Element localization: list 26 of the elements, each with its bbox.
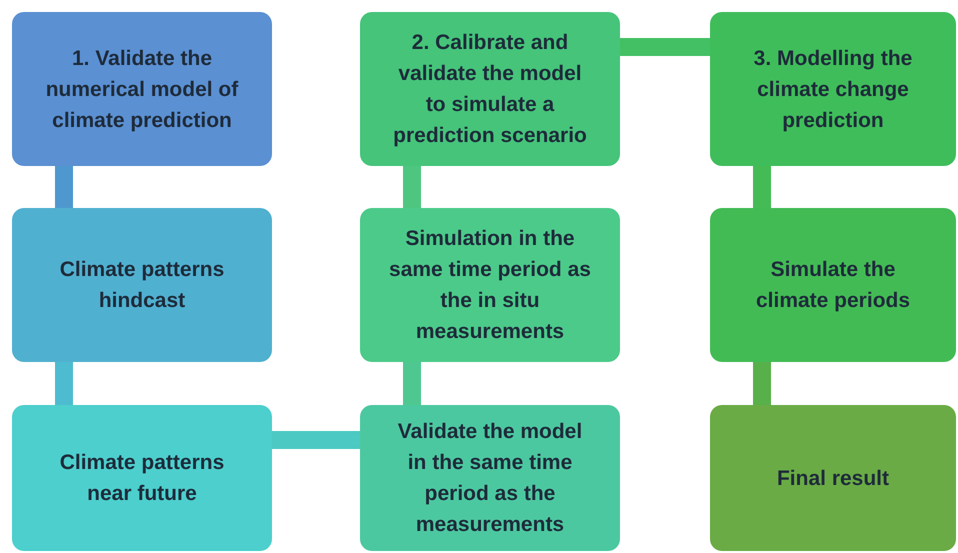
process-box [12,405,272,551]
box-label: 1. Validate the numerical model of climate prediction [44,46,240,134]
connector-bar [55,166,73,208]
process-box [710,405,956,551]
box-label: 2. Calibrate and validate the model to simulate a prediction scenario [392,30,588,149]
box-label: Simulate the climate periods [754,257,912,314]
box-label: Final result [776,466,890,492]
connector-bar [403,362,421,405]
process-box [12,208,272,362]
process-box [360,208,620,362]
box-label: Validate the model in the same time period as the measurements [396,419,584,538]
connector-bar [272,431,360,449]
connector-bar [753,362,771,405]
box-label: Simulation in the same time period as the in situ measurements [388,226,592,345]
process-box [710,208,956,362]
process-box [12,12,272,166]
process-box [360,12,620,166]
connector-bar [620,38,710,56]
box-label: Climate patterns near future [58,450,226,507]
connector-bar [403,166,421,208]
box-label: 3. Modelling the climate change prediction [752,46,914,134]
process-box [360,405,620,551]
box-label: Climate patterns hindcast [58,257,226,314]
process-box [710,12,956,166]
connector-bar [753,166,771,208]
connector-bar [55,362,73,405]
